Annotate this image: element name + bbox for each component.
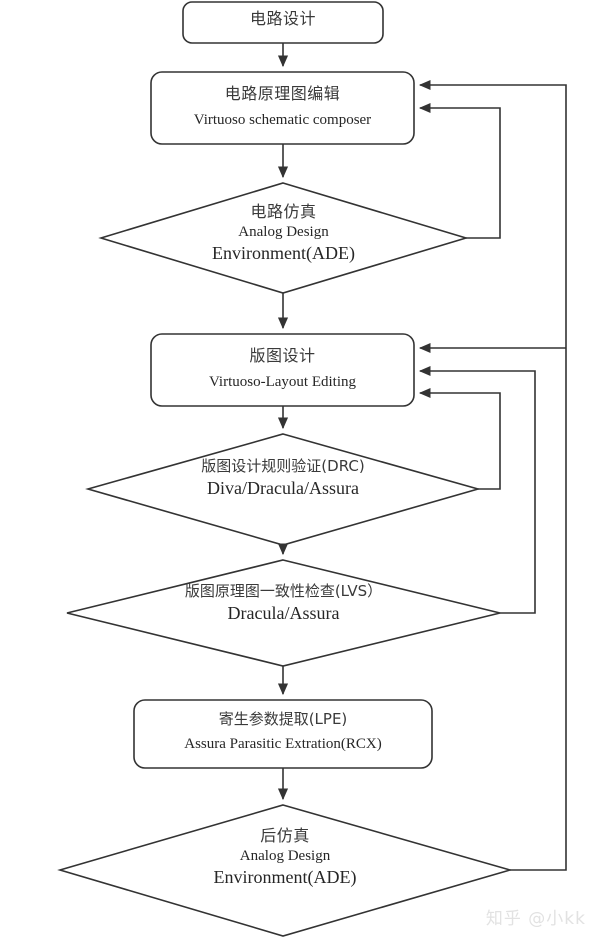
node-lpe-shape[interactable] — [133, 699, 433, 769]
node-circuit-design-shape[interactable] — [182, 1, 384, 44]
node-schematic-edit-shape[interactable] — [150, 71, 415, 145]
edge-lvs-to-layout-design-feedback — [418, 365, 536, 614]
node-post-simulation-shape[interactable] — [57, 804, 513, 937]
edge-drc-to-layout-design-feedback — [418, 387, 501, 490]
node-circuit-simulation-shape[interactable] — [98, 182, 469, 294]
node-lvs-shape[interactable] — [66, 559, 501, 667]
node-drc-shape[interactable] — [85, 433, 481, 546]
edge-circuit-simulation-to-schematic-edit-feedback — [418, 102, 501, 239]
edge-post-simulation-to-schematic-edit-feedback — [418, 79, 567, 871]
watermark-text: 知乎 @小kk — [485, 909, 586, 929]
node-layout-design-shape[interactable] — [150, 333, 415, 407]
